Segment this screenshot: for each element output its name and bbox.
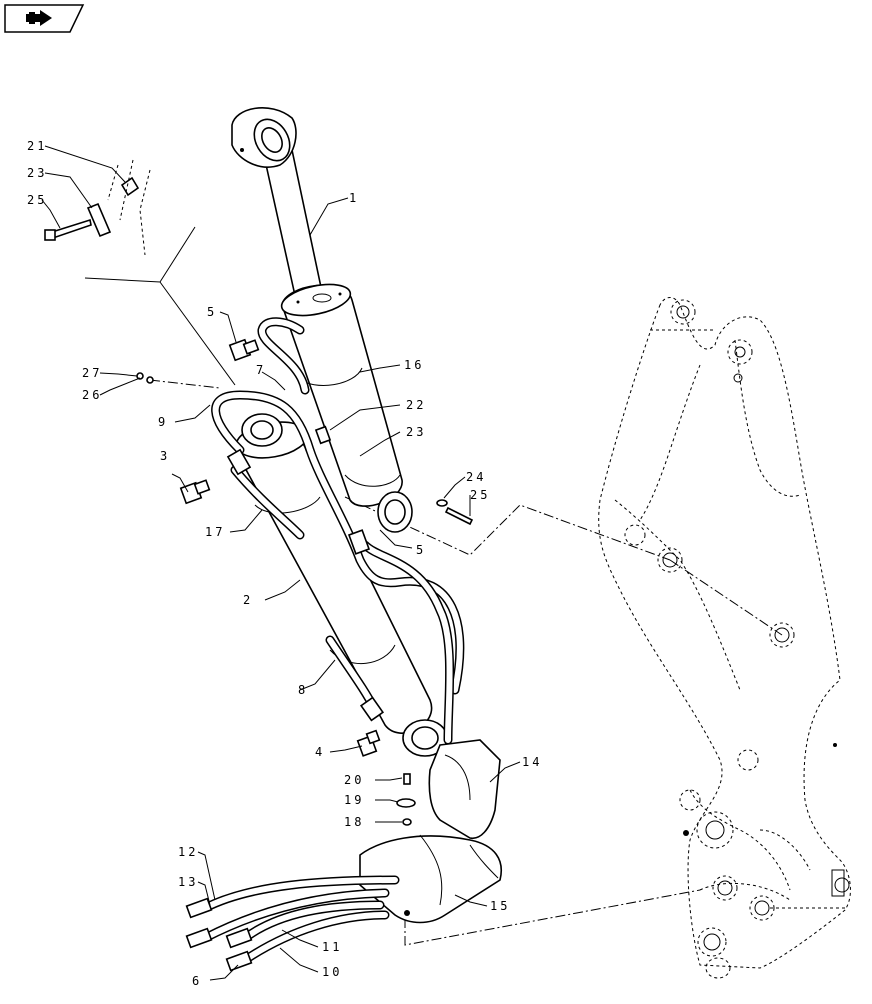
elbow-fitting-4: [356, 729, 381, 757]
hydraulic-hoses: [211, 317, 465, 745]
callout-26: 26: [82, 388, 102, 402]
callout-23-lower: 23: [406, 425, 426, 439]
callout-24: 24: [466, 470, 486, 484]
callout-8: 8: [298, 683, 308, 697]
callout-5-lower: 5: [416, 543, 426, 557]
callout-14: 14: [522, 755, 542, 769]
callout-19: 19: [344, 793, 364, 807]
boom-frame-phantom: [598, 297, 851, 979]
callout-18: 18: [344, 815, 364, 829]
callout-4: 4: [315, 745, 325, 759]
callout-labels: 1 2 3 4 5 5 6 7 8 9 10 11 12 13 14 15 16…: [27, 139, 542, 988]
callout-3: 3: [160, 449, 170, 463]
callout-27: 27: [82, 366, 102, 380]
callout-17: 17: [205, 525, 225, 539]
next-page-arrow-icon: [26, 10, 52, 26]
callout-2: 2: [243, 593, 253, 607]
callout-9: 9: [158, 415, 168, 429]
callout-25-lower: 25: [470, 488, 490, 502]
elbow-fitting-5: [228, 338, 260, 362]
mount-bracket: [359, 739, 502, 924]
callout-1: 1: [349, 191, 359, 205]
callout-21: 21: [27, 139, 47, 153]
callout-11: 11: [322, 940, 342, 954]
callout-6: 6: [192, 974, 202, 988]
elbow-fitting-3: [179, 479, 211, 505]
callout-23-upper: 23: [27, 166, 47, 180]
callout-15: 15: [490, 899, 510, 913]
leader-lines: [41, 145, 521, 981]
callout-13: 13: [178, 875, 198, 889]
callout-22: 22: [406, 398, 426, 412]
callout-12: 12: [178, 845, 198, 859]
callout-16: 16: [404, 358, 424, 372]
upper-cylinder: [231, 106, 413, 533]
hose-bundle: [185, 875, 400, 972]
bolt-25-upper: [44, 218, 92, 241]
callout-7: 7: [256, 363, 266, 377]
callout-10: 10: [322, 965, 342, 979]
next-page-button[interactable]: [4, 4, 85, 33]
callout-5-upper: 5: [207, 305, 217, 319]
callout-20: 20: [344, 773, 364, 787]
callout-25-upper: 25: [27, 193, 47, 207]
